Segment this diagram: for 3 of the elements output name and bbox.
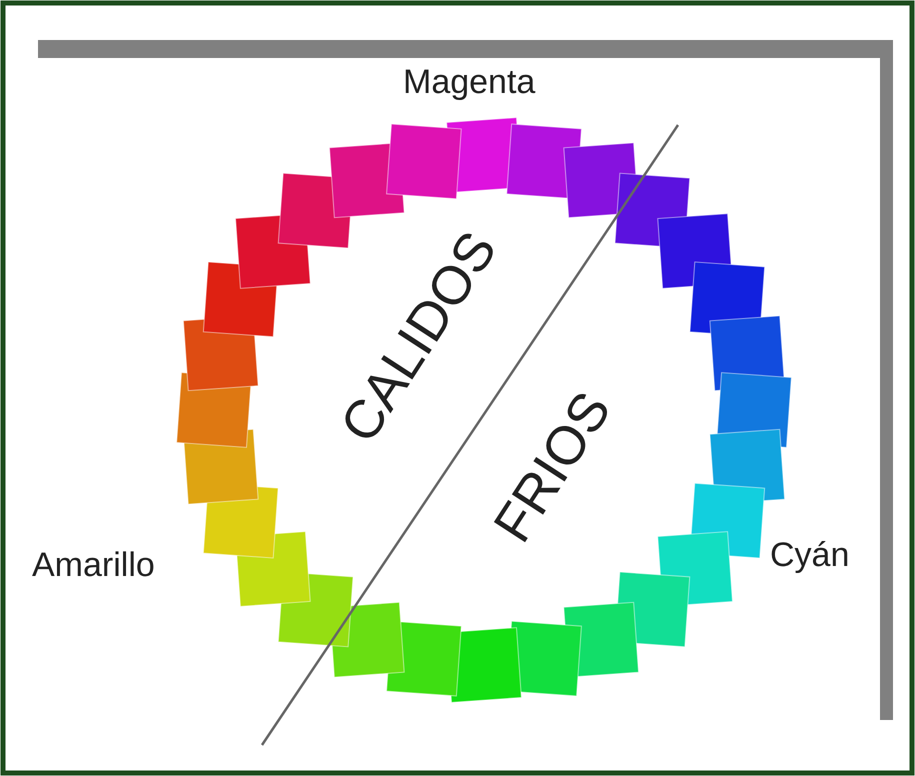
color-label: Amarillo xyxy=(32,548,155,582)
color-label: Cyán xyxy=(770,538,850,572)
color-label: Magenta xyxy=(403,65,536,99)
